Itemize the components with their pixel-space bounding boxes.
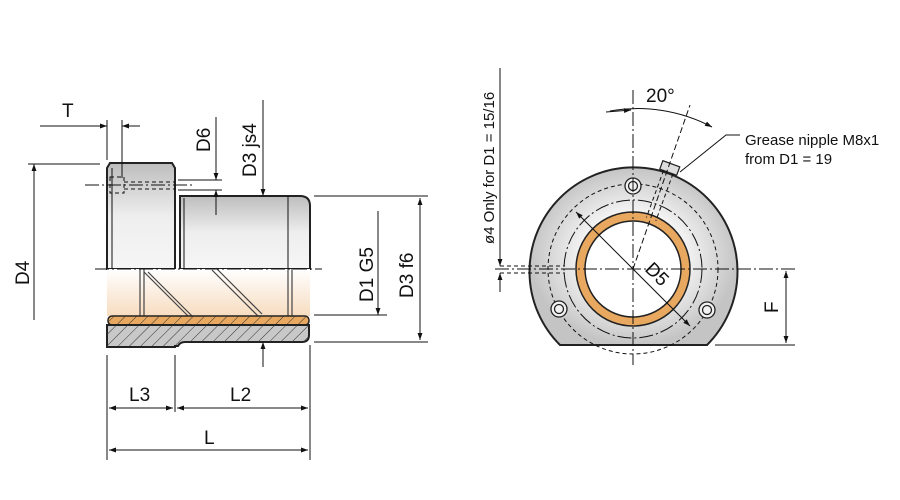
dim-L2: L2	[230, 385, 251, 406]
hole-note: ø4 Only for D1 = 15/16	[481, 92, 498, 244]
angle-label: 20°	[646, 86, 675, 107]
grease-note-line2: from D1 = 19	[745, 151, 832, 168]
grease-nipple	[645, 159, 681, 222]
dim-D6: D6	[194, 128, 215, 152]
flange-upper	[106, 162, 176, 270]
grease-grooves	[139, 267, 293, 317]
dim-L3: L3	[129, 385, 150, 406]
dim-D3-f6: D3 f6	[397, 253, 418, 298]
dim-F: F	[762, 301, 783, 313]
dim-D1-G5: D1 G5	[357, 247, 378, 302]
side-view: T D6 D3 js4 D4 D1 G5 D3 f6 L3 L2 L	[13, 100, 428, 460]
front-view: 20° Grease nipple M8x1 from D1 = 19 ø4 O…	[481, 68, 879, 365]
dim-D4: D4	[13, 260, 34, 285]
body-upper	[179, 195, 311, 270]
grease-note-line1: Grease nipple M8x1	[745, 132, 879, 149]
dim-T: T	[62, 101, 74, 122]
dim-D3-js4: D3 js4	[240, 123, 261, 177]
dim-L: L	[204, 428, 215, 449]
bore-section	[107, 269, 310, 316]
